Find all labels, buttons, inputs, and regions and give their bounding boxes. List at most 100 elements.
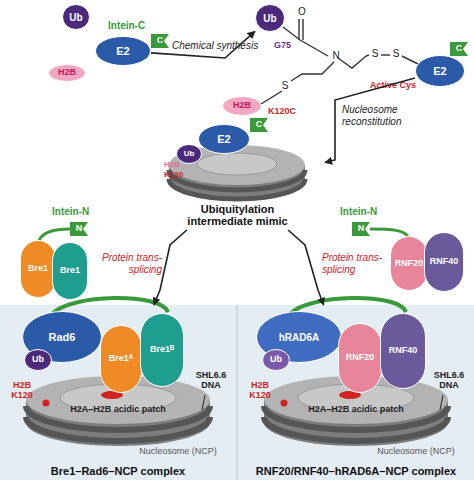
bre1-shape: Bre1 — [20, 240, 56, 298]
annotation-label: H2B K120 — [4, 380, 40, 401]
flag-shape — [70, 222, 88, 236]
node-text: RNF20 — [390, 236, 428, 291]
annotation-label: SHL6.6 DNA — [186, 370, 236, 391]
intein-linker — [370, 229, 408, 237]
node-text: N — [352, 222, 370, 236]
annotation-label: Intein-N — [340, 206, 390, 218]
process-arrow — [154, 230, 187, 305]
node-text: Bre1ᴮ — [140, 313, 184, 387]
bre1-shape: Bre1ᴬ — [100, 325, 142, 393]
node-text: Bre1 — [20, 240, 56, 298]
annotation-label: K120 — [164, 170, 192, 179]
protein-shape — [391, 237, 428, 291]
node-text: Ub — [24, 349, 52, 371]
ellipse-shape — [256, 5, 285, 32]
ellipse-shape — [49, 65, 86, 82]
flag-shape — [352, 222, 370, 236]
annotation-label: S — [369, 48, 381, 60]
process-arrow — [151, 31, 255, 58]
e2-ellipse: E2 — [198, 124, 250, 154]
node-text: E2 — [198, 124, 250, 154]
protein-shape — [21, 241, 56, 298]
intein-flag: C — [151, 34, 169, 48]
intein-flag: C — [250, 118, 268, 132]
node-text: E2 — [415, 55, 465, 87]
annotation-label: H2B — [164, 160, 192, 169]
annotation-label: S — [279, 80, 291, 92]
ubiquitin-circle: Ub — [62, 4, 90, 30]
dna-wrap — [169, 170, 305, 190]
leader-line — [202, 395, 205, 410]
dna-wrap — [169, 179, 305, 199]
annotation-label: Intein-C — [108, 20, 158, 32]
leader-line — [440, 395, 443, 410]
annotation-label: H2B K120 — [242, 380, 278, 401]
annotation-label: Nucleosome (NCP) — [128, 446, 228, 456]
h2b-ellipse: H2B — [222, 96, 262, 116]
ellipse-shape — [96, 37, 151, 66]
ubiquitin-circle: Ub — [24, 349, 52, 371]
annotation-label: O — [296, 6, 308, 18]
node-text: C — [151, 34, 169, 48]
protein-shape — [425, 233, 464, 292]
flag-shape — [151, 34, 169, 48]
annotation-label: H2A–H2B acidic patch — [296, 404, 416, 414]
node-text: C — [450, 42, 468, 56]
e2-ellipse: E2 — [415, 55, 465, 87]
e2-ellipse: E2 — [95, 36, 151, 66]
chemical-bond — [402, 56, 418, 64]
k120-site — [281, 400, 288, 407]
node-text: E2 — [95, 36, 151, 66]
node-text: Ubiquitylation intermediate mimic — [150, 203, 325, 227]
chemical-bond — [338, 55, 369, 68]
bre1-shape: Bre1ᴮ — [140, 313, 184, 387]
annotation-label: Nucleosome (NCP) — [366, 446, 466, 456]
dna-wrap — [26, 417, 210, 441]
annotation-label: G75 — [274, 40, 300, 50]
node-text: C — [250, 118, 268, 132]
disulfide-bond — [381, 54, 390, 55]
chemical-bond — [298, 19, 299, 40]
node-text: Ub — [255, 4, 285, 32]
node-text: RNF40 — [424, 232, 464, 292]
protein-shape — [381, 314, 426, 389]
annotation-label: H2A–H2B acidic patch — [58, 404, 178, 414]
process-arrow — [325, 78, 415, 163]
node-text: H2B — [222, 96, 262, 116]
edge-label: Protein trans-splicing — [322, 252, 388, 275]
edge-label: Nucleosome reconstitution — [342, 104, 412, 127]
annotation-label: Active Cys — [370, 80, 426, 90]
chemical-bond — [291, 62, 334, 81]
ellipse-shape — [25, 350, 52, 371]
node-text: RNF40 — [380, 313, 426, 389]
node-text: Bre1 — [52, 242, 88, 300]
flag-shape — [450, 42, 468, 56]
bre1-shape: Bre1 — [52, 242, 88, 300]
ellipse-shape — [263, 350, 290, 371]
edge-label: Chemical synthesis — [172, 40, 262, 52]
chemical-bond — [302, 19, 303, 40]
panel-background — [238, 305, 474, 480]
annotation-label: K120C — [268, 106, 308, 116]
intein-linker — [39, 229, 70, 241]
rnf20-shape: RNF20 — [390, 236, 428, 291]
ubiquitin-circle: Ub — [262, 349, 290, 371]
node-text: Ub — [262, 349, 290, 371]
node-text: Ub — [62, 4, 90, 30]
protein-shape — [339, 324, 382, 393]
protein-shape — [101, 326, 142, 393]
chemical-bond — [261, 91, 282, 104]
ellipse-shape — [416, 56, 465, 87]
h2b-ellipse: H2B — [48, 64, 86, 82]
ellipse-shape — [177, 145, 202, 164]
ellipse-shape — [223, 97, 262, 116]
histone-core — [197, 153, 277, 175]
annotation-label: S — [390, 48, 402, 60]
node-text: RNF20/RNF40–hRAD6A–NCP complex — [238, 465, 474, 477]
panel-divider — [237, 305, 238, 480]
annotation-label: N — [330, 50, 342, 62]
intein-flag: N — [352, 222, 370, 236]
k120-site — [43, 400, 50, 407]
panel-background — [0, 305, 236, 480]
